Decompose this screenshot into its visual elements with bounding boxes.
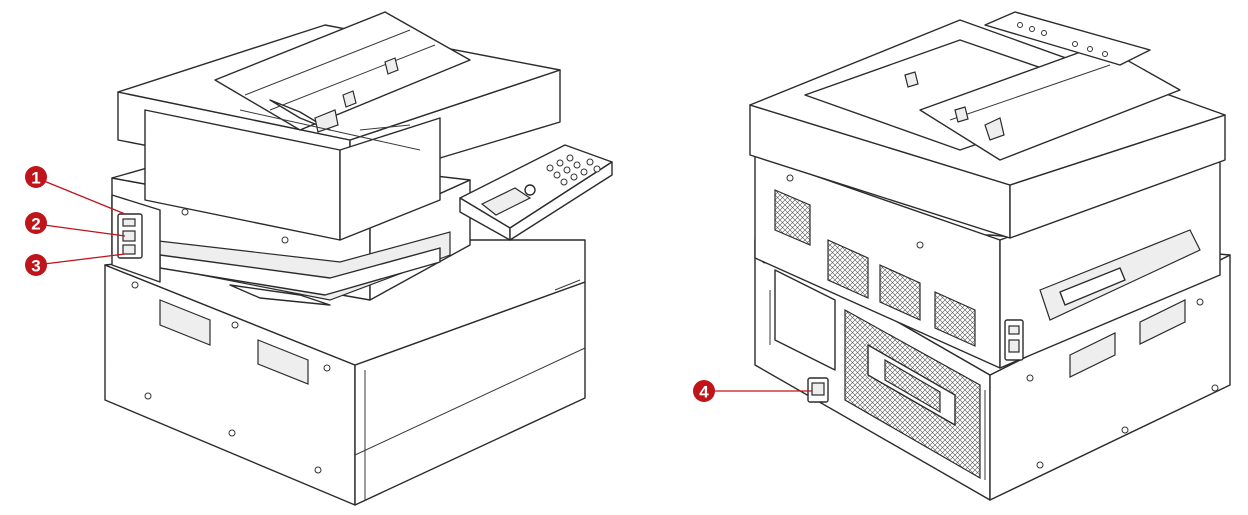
adf-feed-roller	[984, 117, 1005, 141]
tray-stopper	[1059, 267, 1126, 306]
keypad-key	[1017, 22, 1023, 28]
screw	[323, 364, 331, 372]
tray-mark	[904, 71, 919, 88]
screw	[1196, 298, 1204, 306]
callout-4-badge	[693, 380, 715, 402]
screw	[1026, 374, 1034, 382]
screw	[231, 321, 239, 329]
keypad-key	[1102, 51, 1108, 57]
lcd-screen	[480, 187, 532, 216]
nav-dial	[524, 184, 536, 196]
drawer-seam	[354, 347, 586, 456]
keypad-key	[593, 165, 601, 173]
screw	[1036, 461, 1044, 469]
tray-mark	[342, 90, 357, 108]
keypad-key	[573, 161, 581, 169]
keypad-key	[1041, 30, 1047, 36]
callout-2-label: 2	[31, 215, 40, 234]
keypad-key	[586, 158, 594, 166]
screw	[228, 429, 236, 437]
adf-input-tray	[214, 11, 471, 131]
printer-front-view	[104, 11, 613, 506]
keypad-key	[553, 171, 561, 179]
screw	[181, 208, 189, 216]
handle-cutout-left	[1069, 332, 1116, 378]
keypad-key	[563, 166, 571, 174]
screw	[916, 241, 924, 249]
control-panel-front	[509, 161, 613, 241]
keypad-key	[546, 164, 554, 172]
callout-4-label: 4	[699, 383, 709, 402]
handle-cutout-right	[257, 339, 309, 385]
vent-inner-mesh	[884, 358, 941, 414]
side-port	[1008, 339, 1020, 353]
keypad-key	[560, 178, 568, 186]
callout-2-leader	[43, 224, 126, 237]
feed-rail	[949, 64, 1111, 121]
side-port	[1008, 325, 1020, 335]
keypad-key	[1087, 46, 1093, 52]
callout-2: 2	[25, 212, 126, 237]
callout-4: 4	[693, 380, 812, 402]
rear-access-panel	[774, 269, 836, 371]
control-panel	[984, 11, 1151, 66]
keypad-key	[1072, 41, 1078, 47]
feed-rail	[239, 109, 421, 151]
screw	[131, 281, 139, 289]
rear-vent	[827, 239, 869, 299]
rear-vent	[774, 189, 811, 246]
network-port	[122, 244, 136, 255]
callout-1-label: 1	[31, 169, 40, 188]
callout-3-leader	[43, 253, 126, 265]
screw	[1211, 384, 1219, 392]
callout-1-badge	[25, 166, 47, 188]
rear-vent	[934, 291, 976, 347]
scale-marks	[359, 124, 411, 131]
handle-cutout-left	[159, 299, 211, 346]
tray-stopper	[229, 284, 331, 306]
tray-guide	[244, 29, 411, 96]
tray-mark	[954, 106, 969, 123]
screw	[1121, 426, 1129, 434]
usb-host-port	[122, 218, 136, 227]
power-socket	[811, 382, 825, 396]
handle-cutout-right	[1139, 299, 1186, 345]
tray-mark	[384, 57, 399, 75]
screw	[786, 174, 794, 182]
keypad-key	[556, 159, 564, 167]
adf-lid	[919, 44, 1181, 161]
keypad-key	[1029, 26, 1035, 32]
screw	[314, 466, 322, 474]
side-slot	[554, 279, 581, 291]
keypad-key	[580, 168, 588, 176]
rear-vent	[879, 264, 921, 321]
keypad-key	[566, 154, 574, 162]
callout-3: 3	[25, 253, 126, 276]
callout-3-label: 3	[31, 257, 40, 276]
callout-2-badge	[25, 212, 47, 234]
screw	[281, 236, 289, 244]
callout-1-leader	[43, 180, 126, 215]
callout-1: 1	[25, 166, 126, 215]
tray-guide	[269, 44, 436, 111]
screw	[144, 392, 152, 400]
printer-rear-view	[749, 11, 1231, 501]
callout-3-badge	[25, 254, 47, 276]
keypad-key	[570, 173, 578, 181]
